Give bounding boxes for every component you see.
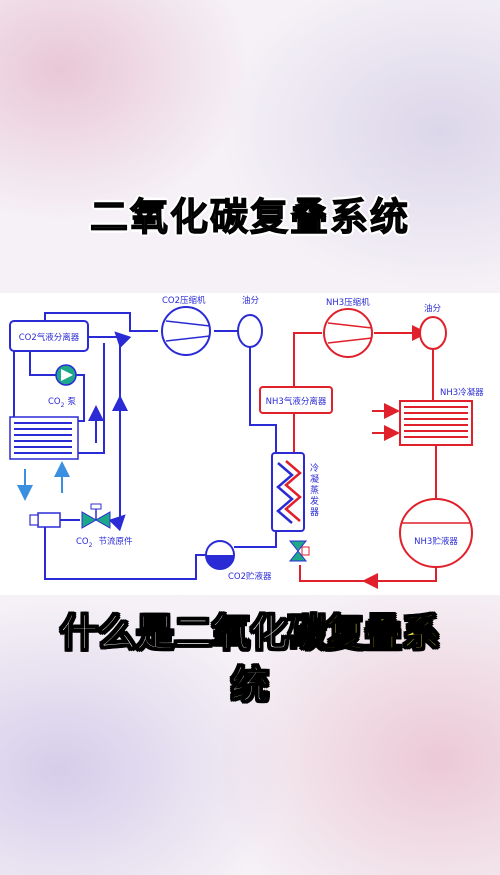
co2-piping — [13, 312, 277, 580]
co2-oil-separator-icon — [237, 314, 263, 348]
subtitle-caption: 什么是二氧化碳复叠系统 — [20, 607, 480, 711]
nh3-separator-label: NH3气液分离器 — [266, 396, 327, 407]
nh3-condenser-icon — [399, 400, 473, 446]
caption-highlight: 复叠系 — [325, 610, 441, 655]
co2-compressor-label: CO2压缩机 — [162, 295, 206, 306]
cascade-evaporator-label: 冷 凝蒸发器 — [310, 462, 322, 518]
condenser-water-arrows — [372, 403, 400, 441]
caption-part-1: 什么是二氧化碳 — [59, 610, 326, 655]
nh3-separator-box — [259, 386, 333, 414]
nh3-receiver-label: NH3贮液器 — [414, 536, 458, 547]
nh3-compressor-label: NH3压缩机 — [326, 297, 370, 308]
co2-receiver-icon — [205, 540, 235, 570]
nh3-compressor-icon — [323, 308, 373, 358]
cascade-heat-exchanger-icon — [271, 452, 305, 532]
co2-throttle-valve-icon — [29, 503, 111, 529]
co2-receiver-label: CO2贮液器 — [228, 571, 272, 582]
nh3-receiver-icon — [399, 498, 473, 568]
nh3-piping — [293, 325, 437, 589]
pump-arrow-icon — [61, 369, 73, 381]
co2-oil-separator-label: 油分 — [242, 295, 260, 306]
nh3-expansion-valve-icon — [288, 540, 310, 562]
nh3-condenser-label: NH3冷凝器 — [440, 387, 484, 398]
nh3-oil-separator-icon — [419, 316, 447, 350]
nh3-oil-separator-label: 油分 — [424, 303, 442, 314]
evaporator-coil — [9, 416, 79, 460]
page-title: 二氧化碳复叠系统 — [89, 194, 410, 239]
caption-part-2: 统 — [230, 662, 269, 707]
co2-separator-label: CO2气液分离器 — [19, 332, 80, 343]
co2-separator-box — [9, 320, 89, 352]
cooling-airflow-arrows — [17, 461, 70, 501]
co2-compressor-icon — [161, 306, 211, 356]
